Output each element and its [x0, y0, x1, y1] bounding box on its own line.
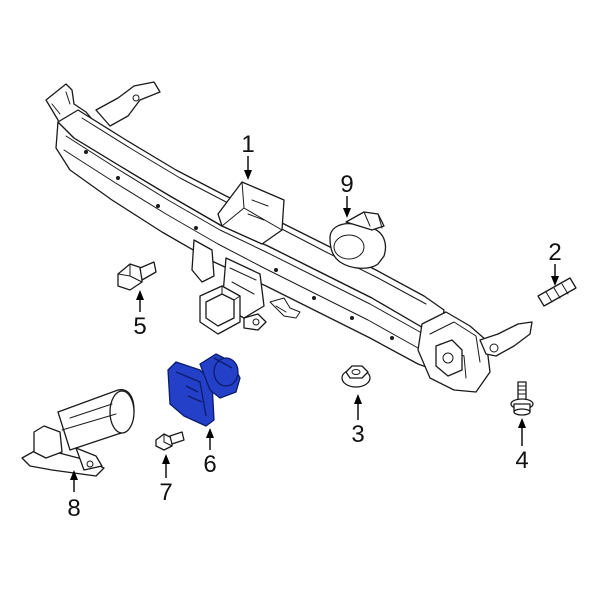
leader-1 [244, 156, 252, 180]
part-4-bolt [510, 381, 534, 416]
part-3-flange-nut [341, 365, 371, 388]
callout-6: 6 [203, 451, 216, 478]
callout-9: 9 [340, 171, 353, 198]
callout-2: 2 [548, 239, 561, 266]
part-6-connector-bracket [167, 353, 241, 427]
part-8-plug-socket [21, 389, 135, 477]
leader-5 [136, 290, 144, 312]
leader-4 [518, 418, 526, 446]
callout-5: 5 [133, 313, 146, 340]
callout-1: 1 [241, 131, 254, 158]
part-5-flange-bolt [117, 261, 157, 291]
part-9-mounting-clamp [329, 211, 387, 269]
callout-8: 8 [67, 495, 80, 522]
leader-7 [162, 454, 170, 478]
part-7-bolt [155, 431, 185, 451]
part-1-hitch-crossmember [45, 81, 533, 393]
callout-3: 3 [351, 421, 364, 448]
part-2-stud-bolt [537, 277, 577, 307]
leader-2 [551, 264, 559, 286]
leader-6 [206, 428, 214, 450]
leader-8 [70, 470, 78, 492]
leader-3 [354, 394, 362, 420]
leader-9 [343, 196, 351, 218]
callout-4: 4 [515, 447, 528, 474]
callout-7: 7 [159, 479, 172, 506]
